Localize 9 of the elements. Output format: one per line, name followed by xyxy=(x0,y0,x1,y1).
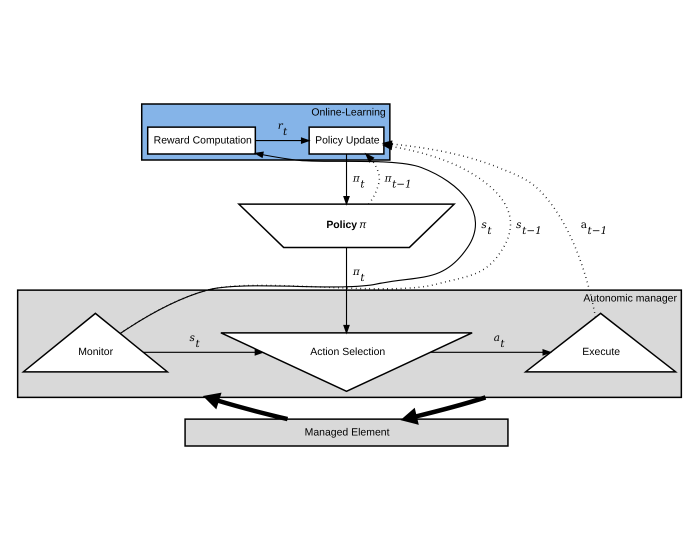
arrow xyxy=(343,247,350,335)
arrow xyxy=(343,154,350,206)
arrow xyxy=(144,348,264,356)
node-box: Managed Element xyxy=(184,418,509,447)
node-box: Policy Update xyxy=(308,126,385,155)
arrow xyxy=(256,137,311,144)
node-box: Reward Computation xyxy=(146,126,256,155)
arrow xyxy=(364,152,380,204)
arrow xyxy=(430,348,552,356)
